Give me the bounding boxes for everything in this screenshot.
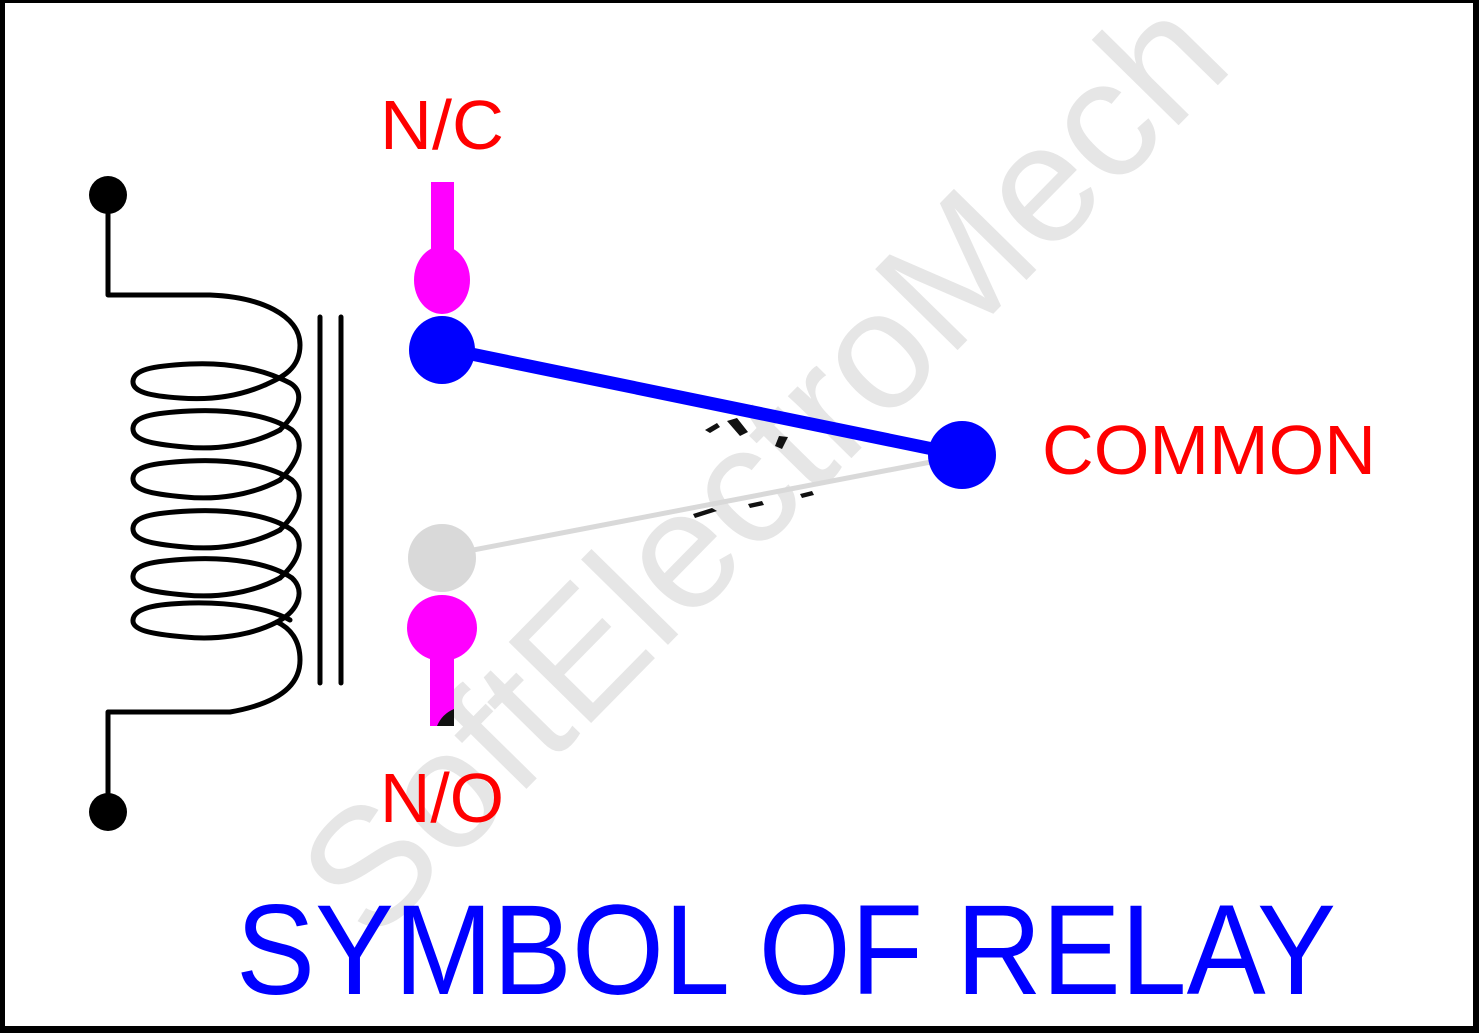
no-terminal [407,595,477,726]
armature [409,316,996,489]
no-label: N/O [380,759,504,837]
nc-contact-dot [414,246,470,314]
coil-turn [130,408,302,483]
coil-lead-bottom [105,619,303,815]
ghost-armature [408,453,963,592]
nc-terminal [414,182,470,314]
armature-arm [440,341,964,462]
iron-core [317,314,344,686]
ghost-armature-pivot [408,524,476,592]
no-contact-dot [407,595,477,661]
coil-turn [130,361,302,433]
coil [89,176,303,831]
coil-lead-top [105,192,303,388]
coil-turn [130,508,302,581]
coil-turn-front [130,600,293,641]
watermark-artifact [437,709,454,726]
nc-lead [431,182,454,267]
common-label: COMMON [1042,411,1376,489]
armature-pivot-nc-side [409,316,475,384]
watermark-artifacts [693,491,814,518]
coil-turn [130,458,302,533]
common-terminal-dot [928,421,996,489]
coil-turn [130,556,302,625]
ghost-armature-arm [441,453,963,559]
nc-label: N/C [380,86,504,164]
watermark-artifacts [705,418,788,449]
diagram-title: SYMBOL OF RELAY [236,879,1336,1022]
